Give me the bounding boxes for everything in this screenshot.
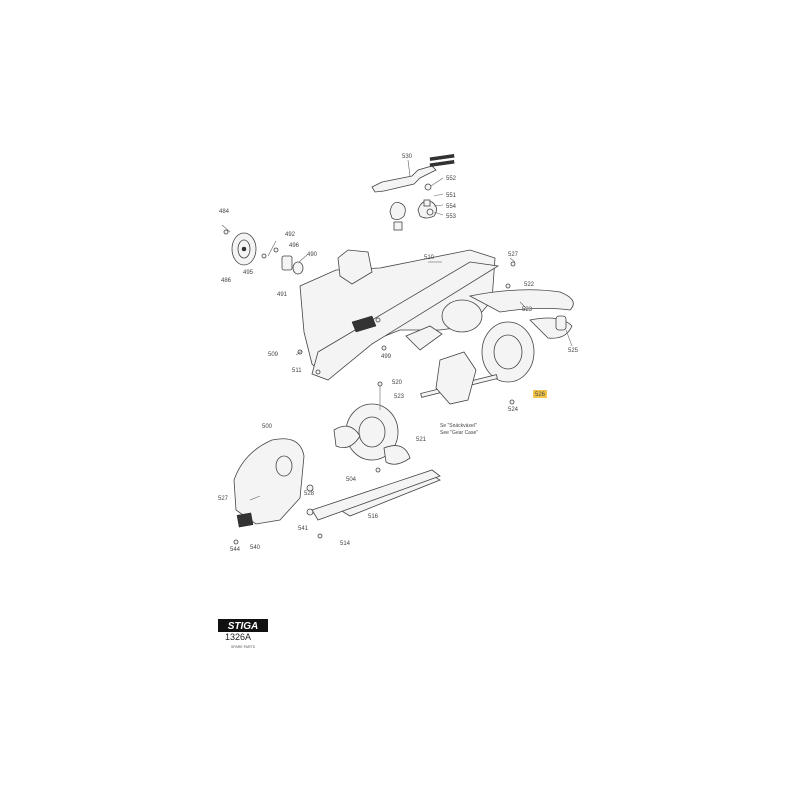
right-auger-assembly: 527 522 523 525 526 524 Se "Snäckväxel" … <box>405 252 579 436</box>
part-label-527-bottom: 527 <box>218 496 229 502</box>
part-label-514: 514 <box>340 541 351 547</box>
part-label-528: 528 <box>304 491 315 497</box>
part-label-495: 495 <box>243 270 254 276</box>
part-label-491: 491 <box>277 292 288 298</box>
main-housing: 510 509 511 499 <box>268 249 500 381</box>
part-label-500: 500 <box>262 424 273 430</box>
chute-crank-assembly: 530 552 551 554 553 <box>371 154 457 231</box>
part-label-554: 554 <box>446 204 457 210</box>
part-label-530: 530 <box>402 154 413 160</box>
part-label-553: 553 <box>446 214 457 220</box>
part-label-551: 551 <box>446 193 457 199</box>
gear-case-note-line2: See "Gear Case" <box>440 430 478 436</box>
part-label-492: 492 <box>285 232 296 238</box>
part-label-540: 540 <box>250 545 261 551</box>
part-label-552: 552 <box>446 176 457 182</box>
part-label-520: 520 <box>392 380 403 386</box>
part-label-511: 511 <box>292 368 302 374</box>
part-label-516: 516 <box>368 514 379 520</box>
part-label-490: 490 <box>307 252 318 258</box>
part-label-484: 484 <box>219 209 230 215</box>
left-auger-assembly: 520 523 521 <box>333 380 427 473</box>
part-label-544: 544 <box>230 547 241 553</box>
part-label-499: 499 <box>381 354 392 360</box>
part-label-496: 496 <box>289 243 300 249</box>
diagram-subtitle: SPARE PARTS <box>231 645 256 649</box>
part-label-521: 521 <box>416 437 427 443</box>
part-label-523-mid: 523 <box>394 394 405 400</box>
pulley-assembly: 484 492 496 490 495 486 491 <box>219 209 318 298</box>
part-label-527-top: 527 <box>508 252 519 258</box>
gear-case-note-line1: Se "Snäckväxel" <box>440 423 477 429</box>
part-label-526-highlighted: 526 <box>535 392 546 398</box>
part-label-509: 509 <box>268 352 279 358</box>
stiga-logo: STIGA <box>228 621 259 632</box>
part-label-524: 524 <box>508 407 519 413</box>
part-label-504: 504 <box>346 477 357 483</box>
part-label-486: 486 <box>221 278 232 284</box>
part-label-523-top: 523 <box>522 307 533 313</box>
part-label-541: 541 <box>298 526 309 532</box>
part-label-522: 522 <box>524 282 535 288</box>
part-label-525: 525 <box>568 348 579 354</box>
stiga-brand-block: STIGA 1326A SPARE PARTS <box>218 619 268 649</box>
part-label-510: 510 <box>424 255 435 261</box>
diagram-code: 1326A <box>225 632 251 642</box>
side-plate-assembly: 500 528 504 527 541 516 514 544 540 <box>218 424 441 553</box>
